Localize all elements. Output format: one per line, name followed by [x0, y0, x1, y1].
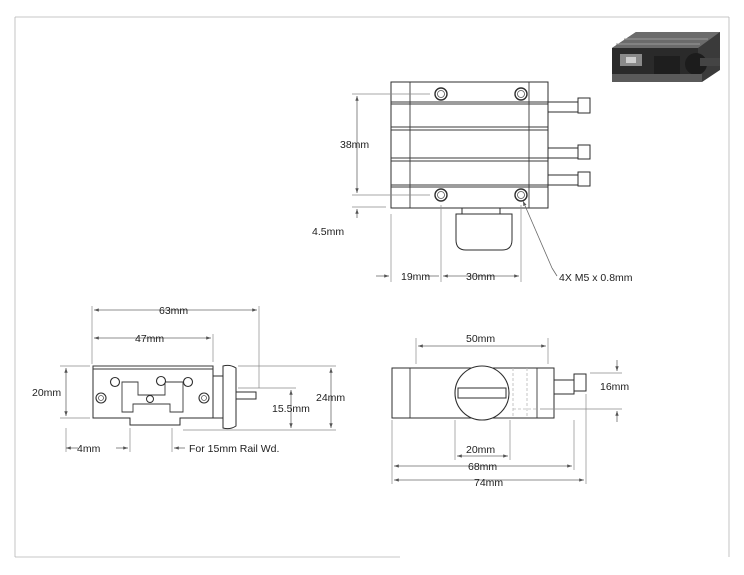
mounting-holes	[434, 87, 528, 202]
top-view-offset-label: 4.5mm	[312, 226, 344, 238]
end-view-width-label: 63mm	[159, 305, 188, 317]
side-view-right-label: 16mm	[600, 381, 629, 393]
side-view-overall-label: 74mm	[474, 477, 503, 489]
side-view-dimensions	[391, 338, 622, 484]
side-view-knob	[454, 365, 510, 421]
lock-knob	[455, 207, 513, 251]
end-view-total-height-label: 24mm	[316, 392, 345, 404]
end-view-rail-height-label: 15.5mm	[272, 403, 310, 415]
drawing-border	[14, 16, 730, 558]
top-view-edge-label: 19mm	[401, 271, 430, 283]
isometric-preview	[612, 32, 720, 82]
rail-note-label: For 15mm Rail Wd.	[189, 443, 279, 455]
side-view-knob-label: 20mm	[466, 444, 495, 456]
end-view-dimensions	[60, 306, 336, 452]
top-view-hole-spacing-label: 30mm	[466, 271, 495, 283]
end-view	[92, 364, 257, 430]
top-view-dimensions	[352, 93, 558, 282]
end-view-holes	[95, 375, 210, 404]
side-view	[391, 365, 587, 421]
top-view	[390, 81, 591, 251]
top-view-height-label: 38mm	[340, 139, 369, 151]
end-view-margin-label: 4mm	[77, 443, 101, 455]
end-view-hole-spacing-label: 47mm	[135, 333, 164, 345]
side-studs	[547, 97, 591, 187]
end-view-knob	[212, 364, 257, 430]
hole-callout-label: 4X M5 x 0.8mm	[559, 272, 633, 284]
side-view-body-label: 68mm	[468, 461, 497, 473]
side-view-top-span-label: 50mm	[466, 333, 495, 345]
end-view-height-label: 20mm	[32, 387, 61, 399]
